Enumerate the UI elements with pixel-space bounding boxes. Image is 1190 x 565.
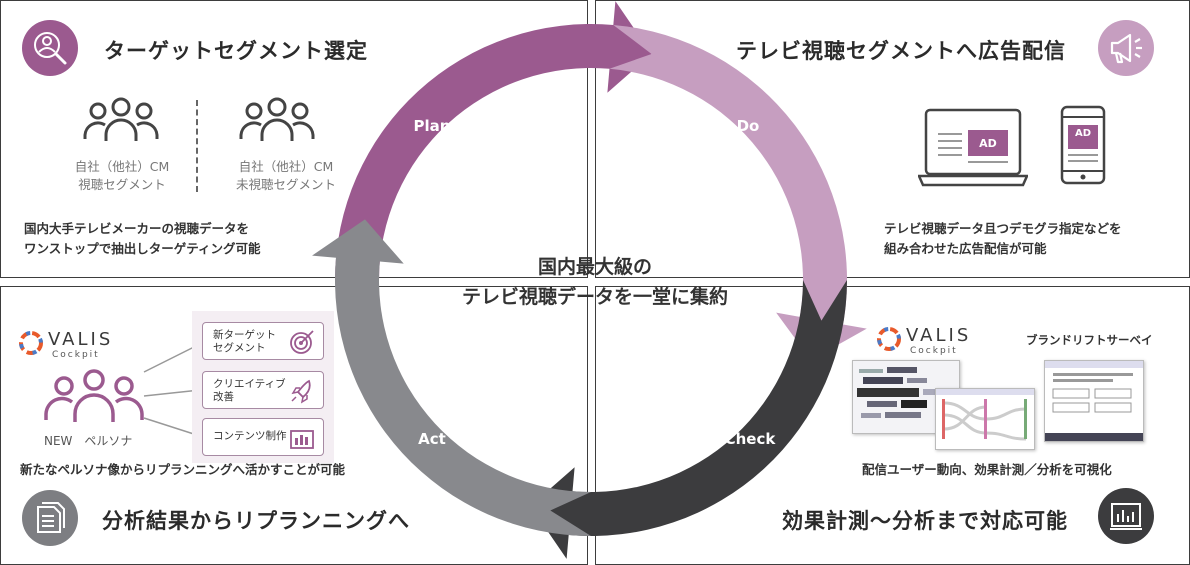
plan-title: ターゲットセグメント選定: [104, 39, 368, 63]
valis-logo-sub-check: Cockpit: [910, 346, 958, 356]
laptop-ad-icon: [917, 108, 1029, 192]
do-description: テレビ視聴データ且つデモグラ指定などを 組み合わせた広告配信が可能: [884, 221, 1122, 256]
search-user-icon: [22, 20, 78, 76]
cycle-label-do: Do: [737, 117, 760, 135]
phone-ad-label: AD: [1074, 128, 1092, 139]
brand-lift-survey-label: ブランドリフトサーベイ: [1026, 333, 1153, 347]
plan-description: 国内大手テレビメーカーの視聴データを ワンストップで抽出しターゲティング可能: [24, 221, 261, 256]
card-new-target-label: 新ターゲット セグメント: [213, 329, 276, 354]
bar-chart-icon: [1098, 488, 1154, 544]
cycle-arrow-plan: [335, 1, 652, 280]
valis-logo-sub-act: Cockpit: [52, 350, 100, 360]
laptop-ad-label: AD: [979, 137, 997, 150]
sankey-screenshot: [935, 388, 1035, 450]
act-title: 分析結果からリプランニングへ: [102, 509, 410, 533]
persona-connector-lines: [143, 343, 201, 437]
cycle-label-plan: Plan: [414, 117, 451, 135]
cycle-arrow-do: [609, 24, 867, 361]
center-line-1: 国内最大級の: [537, 256, 652, 278]
act-description: 新たなペルソナ像からリプランニングへ活かすことが可能: [20, 462, 346, 477]
segment-divider: [196, 100, 198, 192]
do-title: テレビ視聴セグメントへ広告配信: [736, 39, 1066, 63]
card-new-target: 新ターゲット セグメント: [202, 322, 324, 360]
phone-ad-icon: [1060, 105, 1106, 189]
persona-group-icon: [42, 368, 146, 428]
card-content-label: コンテンツ制作: [213, 430, 287, 442]
viewer-group-icon: [82, 95, 160, 149]
center-line-2: テレビ視聴データを一堂に集約: [461, 286, 728, 308]
non-viewer-segment-label: 自社（他社）CM 未視聴セグメント: [235, 159, 336, 192]
card-creative: クリエイティブ 改善: [202, 371, 324, 409]
survey-screenshot: [1044, 360, 1144, 442]
content-chart-icon: [290, 430, 314, 449]
viewer-segment-label: 自社（他社）CM 視聴セグメント: [74, 159, 170, 192]
check-title: 効果計測〜分析まで対応可能: [782, 509, 1068, 533]
cycle-label-check: Check: [725, 430, 777, 448]
valis-logo-act: [18, 330, 44, 360]
cycle-arrow-check: [530, 280, 847, 559]
card-creative-label: クリエイティブ 改善: [213, 378, 286, 403]
valis-logo-text-act: VALIS: [48, 329, 114, 350]
valis-logo-mark-check-icon: [877, 327, 901, 351]
cycle-label-act: Act: [418, 430, 446, 448]
check-description: 配信ユーザー動向、効果計測／分析を可視化: [862, 462, 1112, 477]
non-viewer-group-icon: [238, 95, 316, 149]
megaphone-icon: [1098, 20, 1154, 76]
target-icon: [290, 330, 314, 354]
rocket-icon: [291, 379, 311, 404]
valis-logo-mark-icon: [19, 331, 43, 355]
valis-logo-text-check: VALIS: [906, 325, 972, 346]
documents-icon: [22, 490, 78, 546]
card-content: コンテンツ制作: [202, 418, 324, 456]
persona-label: NEW ペルソナ: [44, 434, 133, 448]
cycle-arrow-act: [312, 219, 591, 536]
valis-logo-check: [876, 326, 902, 356]
